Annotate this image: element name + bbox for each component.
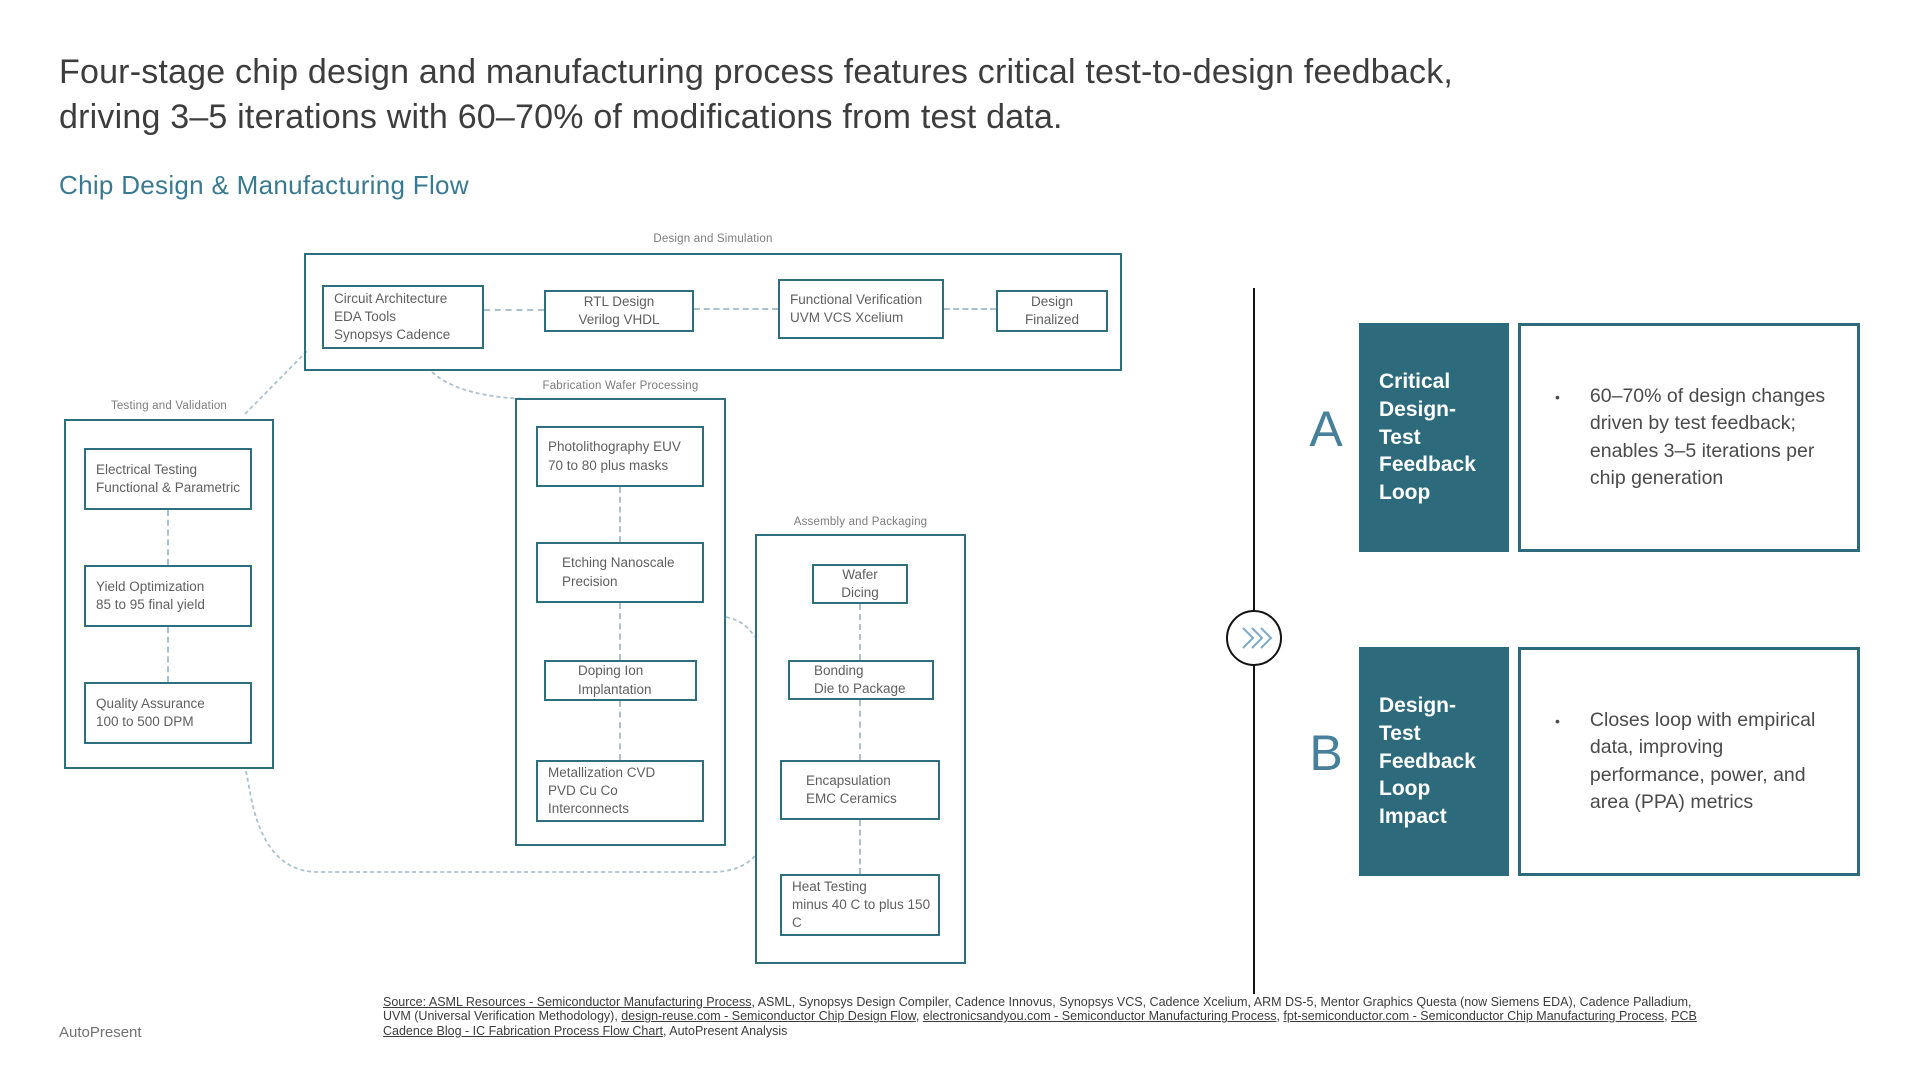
node-circuit-architecture: Circuit Architecture EDA Tools Synopsys …: [322, 285, 484, 349]
connector-line: [619, 603, 621, 660]
callout-b-title: Design-Test Feedback Loop Impact: [1359, 647, 1509, 876]
node-design-finalized: Design Finalized: [996, 290, 1108, 332]
node-doping: Doping Ion Implantation: [544, 660, 697, 701]
node-etching: Etching Nanoscale Precision: [536, 542, 704, 603]
node-functional-verification: Functional Verification UVM VCS Xcelium: [778, 279, 944, 339]
connector-line: [694, 308, 778, 310]
connector-line: [167, 510, 169, 565]
source-text: ,: [1276, 1009, 1284, 1024]
callout-a-bullet-text: 60–70% of design changes driven by test …: [1589, 384, 1826, 489]
chevrons-circle-icon: [1226, 610, 1282, 666]
source-link[interactable]: Source: ASML Resources - Semiconductor M…: [383, 995, 752, 1009]
connector-line: [484, 309, 544, 311]
group-label-fabrication-wafer-processing: Fabrication Wafer Processing: [542, 380, 699, 392]
bullet-icon: •: [1555, 712, 1560, 729]
source-text: , AutoPresent Analysis: [662, 1023, 788, 1038]
callout-a-body: • 60–70% of design changes driven by tes…: [1518, 323, 1860, 552]
node-bonding: Bonding Die to Package: [788, 660, 934, 700]
source-link[interactable]: design-reuse.com - Semiconductor Chip De…: [621, 1009, 916, 1024]
marker-letter-b: B: [1309, 725, 1343, 781]
inter-group-connectors: [244, 350, 756, 873]
section-subtitle: Chip Design & Manufacturing Flow: [59, 170, 469, 200]
node-yield-optimization: Yield Optimization 85 to 95 final yield: [84, 565, 252, 627]
node-metallization: Metallization CVD PVD Cu Co Interconnect…: [536, 760, 704, 822]
node-rtl-design: RTL Design Verilog VHDL: [544, 290, 694, 332]
connector-line: [619, 487, 621, 542]
source-text: ,: [1664, 1009, 1672, 1024]
callout-b-bullet-text: Closes loop with empirical data, improvi…: [1589, 708, 1816, 813]
group-design-and-simulation: [304, 253, 1122, 371]
node-encapsulation: Encapsulation EMC Ceramics: [780, 760, 940, 820]
connector-line: [859, 820, 861, 874]
connector-line: [859, 604, 861, 660]
group-testing-and-validation: [64, 419, 274, 769]
source-link[interactable]: PCB Cadence Blog - IC Fabrication Proces…: [383, 1009, 1697, 1038]
bullet-icon: •: [1555, 388, 1560, 405]
source-citation: Source: ASML Resources - Semiconductor M…: [383, 995, 1718, 1038]
group-assembly-and-packaging: [755, 534, 966, 964]
connector-line: [619, 701, 621, 760]
node-quality-assurance: Quality Assurance 100 to 500 DPM: [84, 682, 252, 744]
source-link[interactable]: electronicsandyou.com - Semiconductor Ma…: [922, 1009, 1277, 1024]
group-label-assembly-and-packaging: Assembly and Packaging: [793, 516, 928, 528]
connector-line: [167, 627, 169, 682]
node-heat-testing: Heat Testing minus 40 C to plus 150 C: [780, 874, 940, 936]
source-text: , ASML, Synopsys Design Compiler, Cadenc…: [383, 995, 1692, 1024]
marker-letter-a: A: [1309, 401, 1343, 457]
brand-footer: AutoPresent: [59, 1024, 142, 1041]
source-link[interactable]: fpt-semiconductor.com - Semiconductor Ch…: [1283, 1009, 1665, 1024]
group-label-testing-and-validation: Testing and Validation: [110, 400, 228, 412]
node-electrical-testing: Electrical Testing Functional & Parametr…: [84, 448, 252, 510]
connector-line: [859, 700, 861, 760]
group-fabrication-wafer-processing: [515, 398, 726, 846]
callout-b-body: • Closes loop with empirical data, impro…: [1518, 647, 1860, 876]
source-text: ,: [915, 1009, 923, 1024]
group-label-design-and-simulation: Design and Simulation: [653, 233, 773, 245]
connector-line: [944, 308, 996, 310]
callout-a-title: Critical Design-Test Feedback Loop: [1359, 323, 1509, 552]
node-wafer-dicing: Wafer Dicing: [812, 564, 908, 604]
node-photolithography: Photolithography EUV 70 to 80 plus masks: [536, 426, 704, 487]
page-title: Four-stage chip design and manufacturing…: [59, 53, 1454, 136]
